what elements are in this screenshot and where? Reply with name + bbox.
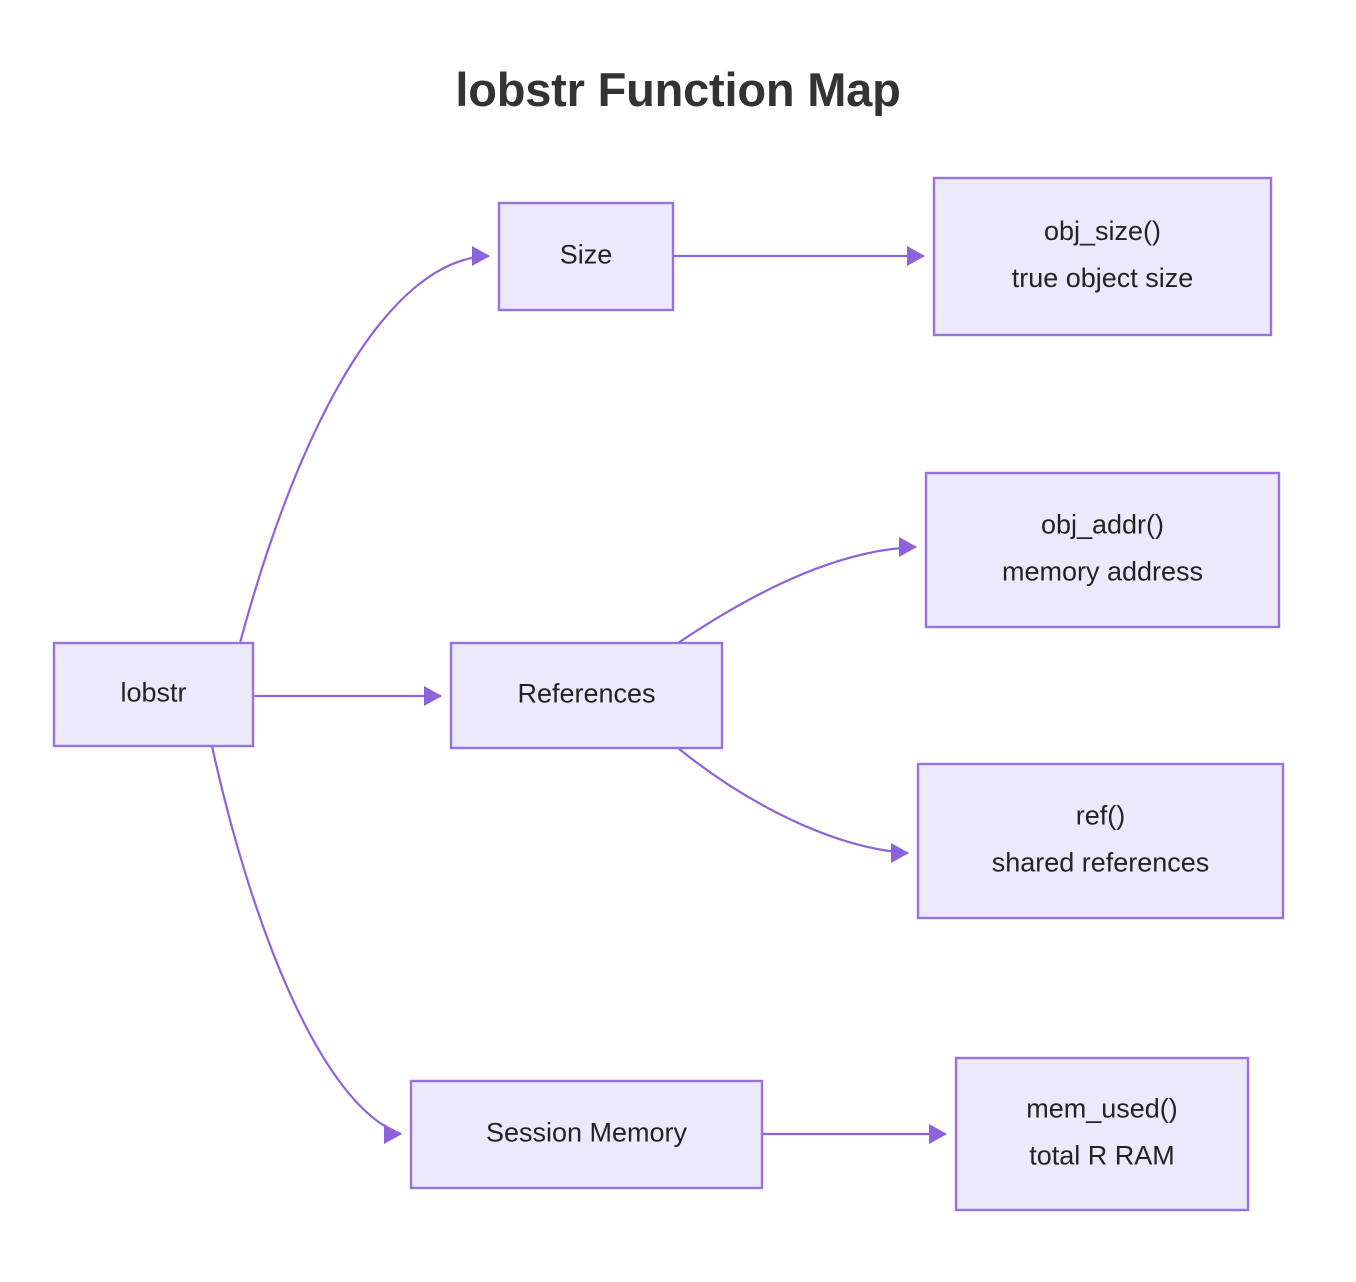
edge-lobstr-session-memory xyxy=(210,745,402,1136)
node-label-obj-size-line-1: true object size xyxy=(1012,263,1194,293)
node-label-obj-addr-line-0: obj_addr() xyxy=(1041,510,1164,540)
node-box-lobstr[interactable] xyxy=(52,641,255,748)
node-box-obj-size[interactable] xyxy=(932,176,1273,337)
node-ref[interactable]: ref() shared references xyxy=(916,762,1285,920)
node-box-size[interactable] xyxy=(497,201,675,312)
arrowhead-arrow-obj-addr xyxy=(899,537,917,557)
node-references[interactable]: References xyxy=(449,641,724,750)
node-mem-used[interactable]: mem_used()total R RAM xyxy=(954,1056,1250,1212)
node-box-mem-used[interactable] xyxy=(954,1056,1250,1212)
node-obj-size[interactable]: obj_size()true object size xyxy=(932,176,1273,337)
node-lobstr[interactable]: lobstr xyxy=(52,641,255,748)
edge-lobstr-size xyxy=(238,254,490,644)
node-size[interactable]: Size xyxy=(497,201,675,312)
arrowhead-arrow-references xyxy=(424,686,442,706)
node-session-memory[interactable]: Session Memory xyxy=(409,1079,764,1190)
node-label-mem-used-line-0: mem_used() xyxy=(1026,1094,1178,1124)
edge-references-ref xyxy=(677,747,909,855)
page-title: lobstr Function Map xyxy=(455,63,901,116)
arrowhead-arrow-ref xyxy=(891,843,909,863)
arrowhead-arrow-session-memory xyxy=(384,1124,402,1144)
node-label-session-memory-line-0: Session Memory xyxy=(486,1118,688,1148)
node-label-ref-line-1: shared references xyxy=(992,848,1210,878)
node-box-ref[interactable] xyxy=(916,762,1285,920)
arrowhead-arrow-obj-size xyxy=(907,246,925,266)
edge-references-obj-addr xyxy=(677,545,917,644)
node-box-obj-addr[interactable] xyxy=(924,471,1281,629)
arrowhead-arrow-mem-used xyxy=(929,1124,947,1144)
arrowhead-arrow-size xyxy=(472,246,490,266)
node-label-ref-line-0: ref() xyxy=(1076,801,1126,831)
node-label-references-line-0: References xyxy=(517,679,655,709)
node-label-lobstr-line-0: lobstr xyxy=(120,678,186,708)
node-box-session-memory[interactable] xyxy=(409,1079,764,1190)
node-obj-addr[interactable]: obj_addr()memory address xyxy=(924,471,1281,629)
node-label-obj-addr-line-1: memory address xyxy=(1002,557,1203,587)
node-label-mem-used-line-1: total R RAM xyxy=(1029,1141,1175,1171)
arrowheads-layer xyxy=(384,246,947,1144)
node-box-references[interactable] xyxy=(449,641,724,750)
node-label-size-line-0: Size xyxy=(560,240,613,270)
edges-layer xyxy=(210,254,946,1136)
node-label-obj-size-line-0: obj_size() xyxy=(1044,216,1161,246)
